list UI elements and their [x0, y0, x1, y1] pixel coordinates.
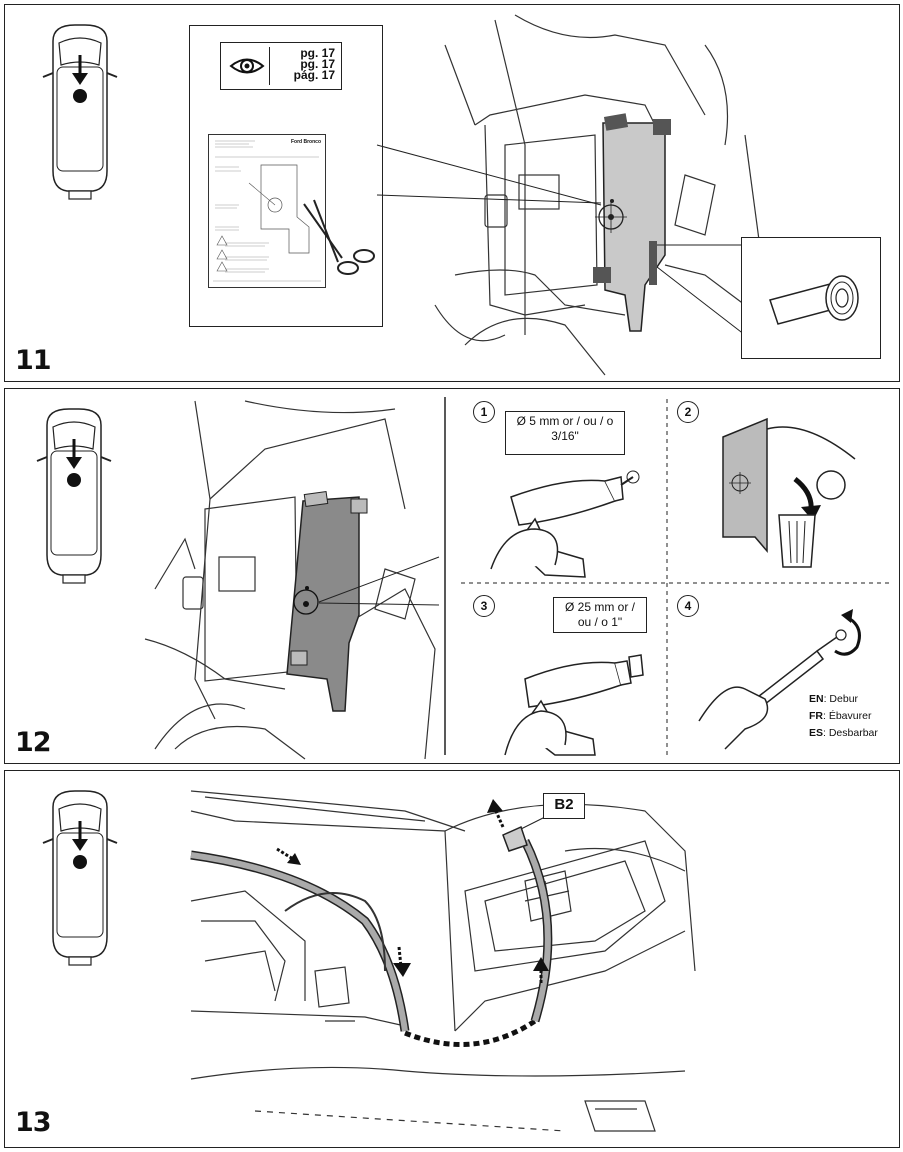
- vehicle-top-view-icon: [42, 790, 118, 966]
- deburr-tool-icon: [698, 609, 861, 750]
- vehicle-top-view-icon: [36, 408, 112, 584]
- substep-3-badge: 3: [473, 595, 495, 617]
- page-ref-fr: pg. 17: [300, 57, 335, 71]
- page-ref-en: pg. 17: [300, 46, 335, 60]
- substep-1-callout: Ø 5 mm or / ou / o 3/16": [505, 411, 625, 455]
- page-ref-es: pág. 17: [293, 68, 335, 82]
- hole-saw-drill-icon: [504, 654, 644, 756]
- cable-routing-illustration: [190, 790, 696, 1132]
- scissors-icon: [303, 199, 375, 275]
- debur-translations: EN: Debur FR: Ébavurer ES: Desbarbar: [809, 691, 878, 742]
- tape-inset: [741, 237, 881, 359]
- eye-icon: [229, 58, 265, 74]
- substep-4-badge: 4: [677, 595, 699, 617]
- substep-3-callout: Ø 25 mm or / ou / o 1": [553, 597, 647, 633]
- vehicle-top-view-icon: [42, 24, 118, 200]
- step-11-panel: pg. 17 pg. 17 pág. 17 Ford Bronco: [4, 4, 900, 382]
- step-12-panel: 1 Ø 5 mm or / ou / o 3/16" 2 3 Ø 25 mm o…: [4, 388, 900, 764]
- drill-icon: [490, 470, 640, 578]
- substep-2-badge: 2: [677, 401, 699, 423]
- template-sheet: Ford Bronco: [208, 134, 326, 288]
- console-illustration-11: [376, 14, 766, 376]
- template-brand: Ford Bronco: [291, 139, 321, 145]
- console-illustration-12: [144, 397, 889, 760]
- peel-backing-icon: [722, 417, 856, 568]
- page-reference-box: pg. 17 pg. 17 pág. 17: [220, 42, 342, 90]
- template-inset: pg. 17 pg. 17 pág. 17 Ford Bronco: [189, 25, 383, 327]
- connector-label-b2: B2: [543, 793, 585, 819]
- step-number-11: 11: [15, 345, 52, 376]
- debur-en: EN: Debur: [809, 693, 859, 705]
- tape-roll-icon: [769, 275, 859, 325]
- debur-fr: FR: Ébavurer: [809, 710, 872, 722]
- substep-1-badge: 1: [473, 401, 495, 423]
- step-number-12: 12: [15, 727, 52, 758]
- debur-es: ES: Desbarbar: [809, 727, 878, 739]
- step-13-panel: B2 13: [4, 770, 900, 1148]
- step-number-13: 13: [15, 1107, 52, 1138]
